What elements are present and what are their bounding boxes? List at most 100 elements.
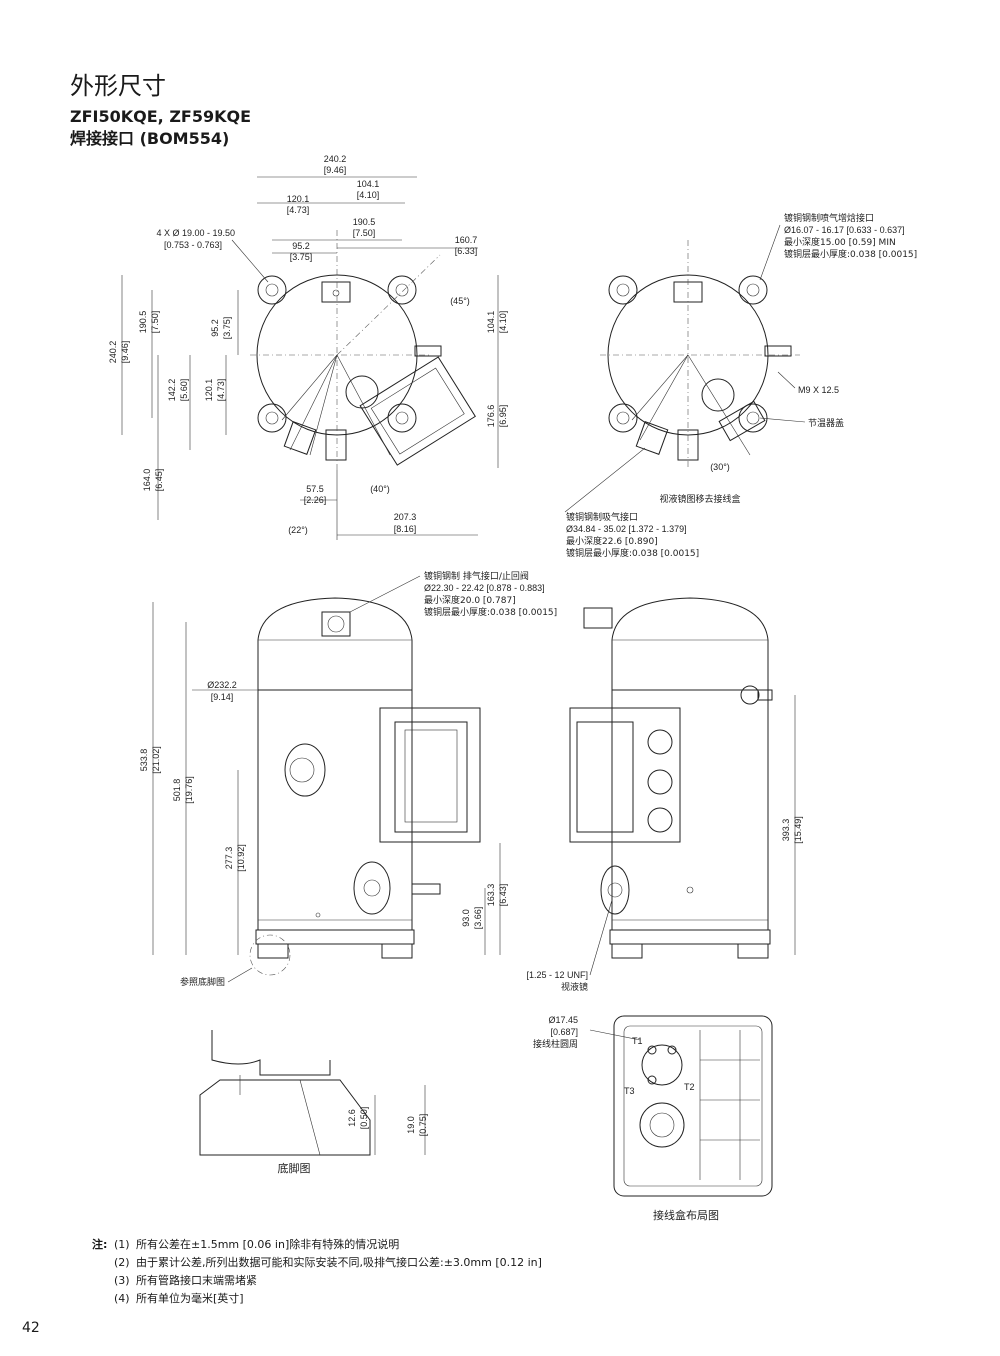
svg-text:[7.50]: [7.50]: [150, 311, 160, 334]
note-2: 由于累计公差,所列出数据可能和实际安装不同,吸排气接口公差:±3.0mm [0.…: [136, 1256, 542, 1269]
m9-label: M9 X 12.5: [798, 385, 839, 395]
top-right-view: 镀铜钢制喷气增焓接口 Ø16.07 - 16.17 [0.633 - 0.637…: [564, 212, 917, 559]
dim-h19-0: 19.0: [406, 1116, 416, 1134]
svg-text:[0.75]: [0.75]: [418, 1114, 428, 1137]
notes-prefix: 注:: [92, 1238, 108, 1251]
dim-v95-2: 95.2: [210, 319, 220, 337]
dim-h533-8: 533.8: [139, 749, 149, 772]
dim-diameter: Ø232.2: [207, 680, 237, 690]
angle-40: (40°): [370, 484, 390, 494]
unf-label: [1.25 - 12 UNF]: [526, 970, 588, 980]
svg-text:[15.49]: [15.49]: [793, 816, 803, 844]
svg-text:[3.66]: [3.66]: [473, 907, 483, 930]
svg-text:最小深度22.6 [0.890]: 最小深度22.6 [0.890]: [566, 535, 658, 547]
terminal-box-caption: 接线盒布局图: [653, 1208, 719, 1222]
svg-text:[21.02]: [21.02]: [151, 746, 161, 774]
svg-text:镀铜层最小厚度:0.038 [0.0015]: 镀铜层最小厚度:0.038 [0.0015]: [784, 248, 917, 260]
notes: 注: (1) 所有公差在±1.5mm [0.06 in]除非有特殊的情况说明 (…: [92, 1236, 542, 1308]
svg-text:Ø16.07 - 16.17 [0.633 - 0.637]: Ø16.07 - 16.17 [0.633 - 0.637]: [784, 225, 905, 235]
ref-foot-label: 参照底脚图: [180, 976, 225, 988]
svg-text:[19.76]: [19.76]: [184, 776, 194, 804]
terminal-circle-label: 接线柱圆周: [533, 1038, 578, 1050]
terminal-t2: T2: [684, 1082, 695, 1092]
svg-text:[6.33]: [6.33]: [455, 246, 478, 256]
svg-text:[6.45]: [6.45]: [154, 469, 164, 492]
sightglass-note: 视液镜图移去接线盒: [659, 493, 740, 505]
page-number: 42: [22, 1320, 40, 1336]
svg-text:Ø34.84 - 35.02 [1.372 - 1.379]: Ø34.84 - 35.02 [1.372 - 1.379]: [566, 524, 687, 534]
dim-v164-0: 164.0: [142, 469, 152, 492]
dim-h12-6: 12.6: [347, 1109, 357, 1127]
svg-text:[3.75]: [3.75]: [222, 317, 232, 340]
foot-detail: 12.6 [0.50] 19.0 [0.75] 底脚图: [199, 1030, 428, 1175]
dim-95-2: 95.2: [292, 241, 310, 251]
terminal-box-layout: Ø17.45 [0.687] 接线柱圆周 T1 T2 T3 接线盒布局图: [533, 1015, 773, 1222]
front-view: 533.8 [21.02] 501.8 [19.76] 277.3 [10.92…: [139, 570, 557, 988]
injection-label-1: 镀铜钢制喷气增焓接口: [784, 212, 874, 224]
terminal-t3: T3: [624, 1086, 635, 1096]
svg-text:[6.43]: [6.43]: [498, 884, 508, 907]
angle-22: (22°): [288, 525, 308, 535]
thermostat-cover-label: 节温器盖: [808, 417, 844, 429]
svg-text:[10.92]: [10.92]: [236, 844, 246, 872]
svg-text:[6.95]: [6.95]: [498, 405, 508, 428]
dim-v120-1: 120.1: [204, 379, 214, 402]
top-view: 240.2 [9.46] 104.1 [4.10] 120.1 [4.73] 1…: [108, 154, 508, 540]
dim-190-5: 190.5: [353, 217, 376, 227]
discharge-label-1: 镀铜钢制 排气接口/止回阀: [424, 570, 529, 582]
svg-text:[4.10]: [4.10]: [498, 311, 508, 334]
angle-45: (45°): [450, 296, 470, 306]
dim-v104-1: 104.1: [486, 311, 496, 334]
model-names: ZFI50KQE, ZF59KQE: [70, 107, 252, 126]
svg-text:[8.16]: [8.16]: [394, 524, 417, 534]
sightglass-label: 视液镜: [561, 981, 588, 993]
svg-text:[2.26]: [2.26]: [304, 495, 327, 505]
svg-text:[4.73]: [4.73]: [287, 205, 310, 215]
dim-h277-3: 277.3: [224, 847, 234, 870]
dim-v240-2: 240.2: [108, 341, 118, 364]
dim-207-3: 207.3: [394, 512, 417, 522]
dim-240-2: 240.2: [324, 154, 347, 164]
note-4: 所有单位为毫米[英寸]: [136, 1292, 244, 1305]
dim-120-1: 120.1: [287, 194, 310, 204]
foot-caption: 底脚图: [278, 1161, 311, 1175]
svg-text:最小深度15.00 [0.59] MIN: 最小深度15.00 [0.59] MIN: [784, 236, 896, 248]
suction-label-1: 镀铜钢制吸气接口: [566, 511, 638, 523]
page-title: 外形尺寸: [70, 72, 166, 100]
dim-104-1: 104.1: [357, 179, 380, 189]
svg-text:镀铜层最小厚度:0.038 [0.0015]: 镀铜层最小厚度:0.038 [0.0015]: [566, 547, 699, 559]
svg-text:[4.73]: [4.73]: [216, 379, 226, 402]
svg-text:[9.14]: [9.14]: [211, 692, 234, 702]
dim-h393-3: 393.3: [781, 819, 791, 842]
dim-h501-8: 501.8: [172, 779, 182, 802]
dim-57-5: 57.5: [306, 484, 324, 494]
svg-text:[3.75]: [3.75]: [290, 252, 313, 262]
dim-v176-6: 176.6: [486, 405, 496, 428]
svg-text:[4.10]: [4.10]: [357, 190, 380, 200]
dim-h163-3: 163.3: [486, 884, 496, 907]
angle-30: (30°): [710, 462, 730, 472]
terminal-t1: T1: [632, 1036, 643, 1046]
dim-holes: 4 X Ø 19.00 - 19.50: [156, 228, 235, 238]
side-view: 393.3 [15.49] [1.25 - 12 UNF] 视液镜: [526, 597, 803, 993]
svg-text:Ø22.30 - 22.42 [0.878 - 0.883]: Ø22.30 - 22.42 [0.878 - 0.883]: [424, 583, 545, 593]
dim-v190-5: 190.5: [138, 311, 148, 334]
svg-text:镀铜层最小厚度:0.038 [0.0015]: 镀铜层最小厚度:0.038 [0.0015]: [424, 606, 557, 618]
note-1: 所有公差在±1.5mm [0.06 in]除非有特殊的情况说明: [136, 1238, 400, 1251]
svg-text:[0.753 - 0.763]: [0.753 - 0.763]: [164, 240, 222, 250]
svg-text:[0.687]: [0.687]: [550, 1027, 578, 1037]
svg-text:[9.46]: [9.46]: [120, 341, 130, 364]
svg-text:[0.50]: [0.50]: [359, 1107, 369, 1130]
svg-text:[5.60]: [5.60]: [179, 379, 189, 402]
dim-160-7: 160.7: [455, 235, 478, 245]
note-3: 所有管路接口末端需堵紧: [136, 1274, 257, 1287]
svg-text:最小深度20.0 [0.787]: 最小深度20.0 [0.787]: [424, 594, 516, 606]
dim-v142-2: 142.2: [167, 379, 177, 402]
terminal-dia: Ø17.45: [548, 1015, 578, 1025]
dimension-drawing: 240.2 [9.46] 104.1 [4.10] 120.1 [4.73] 1…: [108, 154, 917, 1222]
model-subtitle: ZFI50KQE, ZF59KQE 焊接接口 (BOM554): [70, 106, 251, 150]
svg-text:[7.50]: [7.50]: [353, 228, 376, 238]
dim-h93-0: 93.0: [461, 909, 471, 927]
svg-text:[9.46]: [9.46]: [324, 165, 347, 175]
connection-type: 焊接接口 (BOM554): [70, 129, 230, 148]
